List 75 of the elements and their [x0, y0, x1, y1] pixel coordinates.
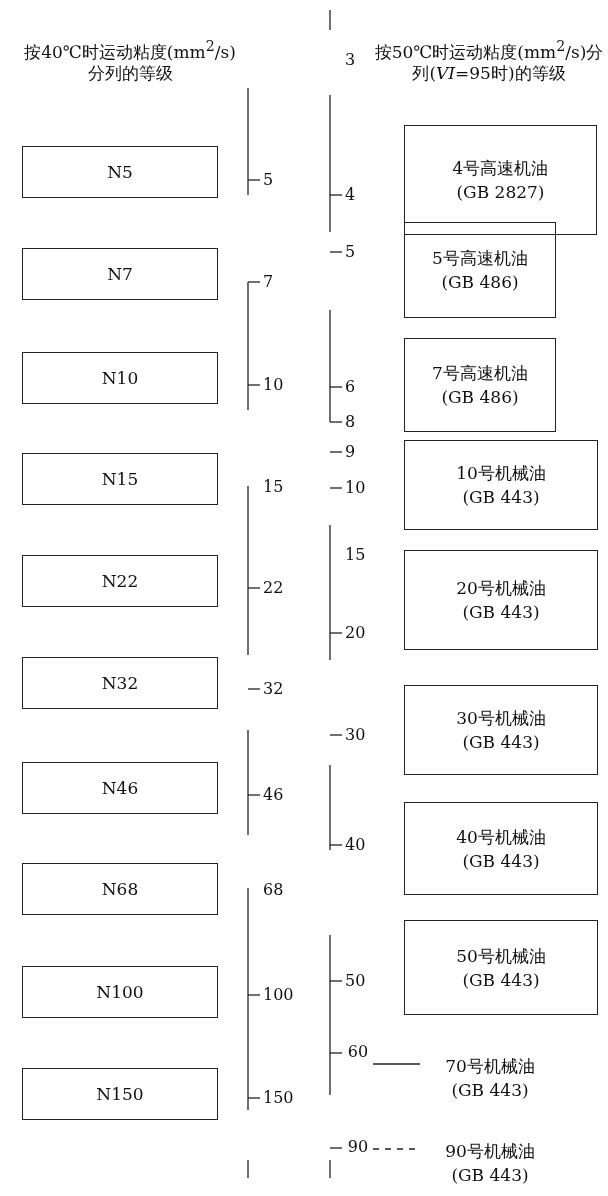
grade-box: [404, 222, 556, 318]
grade-name: 90: [347, 1136, 369, 1158]
grade-name: (GB 443): [451, 1079, 529, 1102]
grade-box: [404, 920, 598, 1015]
grade-box: [22, 248, 218, 300]
scale-value: 50: [345, 971, 366, 991]
scale-value: 15: [263, 477, 284, 497]
grade-name: N46: [101, 777, 139, 800]
grade-name: N68: [101, 878, 139, 901]
grade-box: [404, 338, 556, 432]
scale-value: 9: [345, 442, 356, 462]
connector-line: [372, 1063, 421, 1065]
scale-value: 20: [345, 623, 366, 643]
grade-name: (GB 443): [451, 1164, 529, 1187]
grade-name: (GB 443): [462, 731, 540, 754]
grade-name: 20号机械油: [456, 577, 546, 600]
grade-name: N100: [96, 981, 144, 1004]
grade-box: [22, 657, 218, 709]
scale-value: 68: [263, 880, 284, 900]
grade-name: 30号机械油: [456, 707, 546, 730]
grade-name: N5: [107, 161, 133, 184]
grade-name: (GB 443): [462, 601, 540, 624]
grade-box: [404, 125, 597, 235]
grade-name: N32: [101, 672, 139, 695]
grade-name: 5号高速机油: [432, 247, 528, 270]
scale-value: 8: [345, 412, 356, 432]
column-heading: 按50℃时运动粘度(mm$^{2}$/s)分列(VI=95时)的等级: [373, 37, 605, 84]
grade-name: (GB 486): [441, 386, 519, 409]
grade-name: (GB 486): [441, 271, 519, 294]
grade-box: [404, 440, 598, 530]
grade-box: [22, 1068, 218, 1120]
grade-box: [22, 146, 218, 198]
scale-value: 10: [263, 375, 284, 395]
scale-value: 5: [345, 242, 356, 262]
grade-name: 60: [347, 1041, 369, 1063]
grade-name: N22: [101, 570, 139, 593]
grade-box: [22, 762, 218, 814]
grade-box: [404, 802, 598, 895]
grade-name: 70号机械油: [445, 1055, 535, 1078]
scale-value: 10: [345, 478, 366, 498]
scale-value: 46: [263, 785, 284, 805]
scale-value: 6: [345, 377, 356, 397]
grade-box: [22, 555, 218, 607]
grade-box: [404, 685, 598, 775]
grade-name: 10号机械油: [456, 462, 546, 485]
grade-box: [22, 453, 218, 505]
scale-value: 3: [345, 50, 356, 70]
scale-value: 30: [345, 725, 366, 745]
grade-name: (GB 443): [462, 849, 540, 873]
grade-name: 4号高速机油: [452, 157, 549, 180]
scale-value: 32: [263, 679, 284, 699]
grade-name: 7号高速机油: [432, 362, 528, 385]
scale-value: 100: [263, 985, 294, 1005]
grade-name: (GB 2827): [456, 181, 545, 204]
scale-value: 22: [263, 578, 284, 598]
scale-value: 5: [263, 170, 274, 190]
grade-box: [22, 966, 218, 1018]
grade-name: N7: [107, 263, 133, 286]
grade-name: (GB 443): [462, 486, 540, 509]
scale-value: 4: [345, 185, 356, 205]
grade-name: (GB 443): [462, 968, 540, 992]
column-heading: 按40℃时运动粘度(mm$^{2}$/s)分列的等级: [23, 37, 237, 84]
grade-name: 40号机械油: [456, 825, 546, 849]
scale-value: 15: [345, 545, 366, 565]
grade-name: N150: [96, 1083, 144, 1106]
grade-box: [404, 550, 598, 650]
scale-value: 40: [345, 835, 366, 855]
grade-box: [22, 863, 218, 915]
grade-box: [22, 352, 218, 404]
grade-name: 50号机械油: [456, 944, 546, 968]
scale-value: 7: [263, 272, 274, 292]
scale-value: 150: [263, 1088, 294, 1108]
grade-name: N15: [101, 468, 139, 491]
grade-name: N10: [101, 367, 139, 390]
grade-name: 90号机械油: [445, 1140, 535, 1163]
